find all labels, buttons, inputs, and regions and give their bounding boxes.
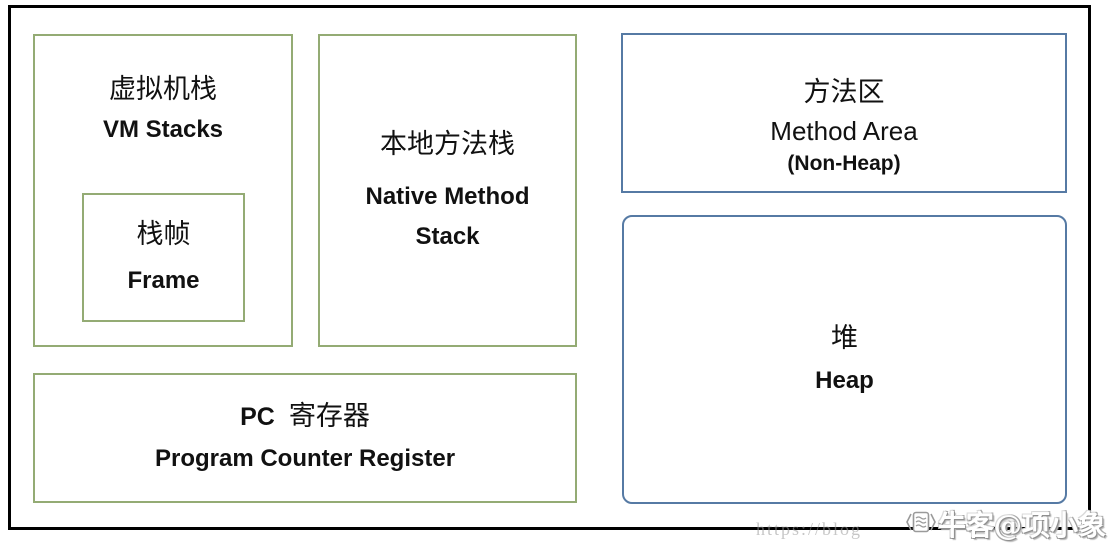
native-method-stack-label-en: Native Method Stack [365,182,530,250]
heap-box: 堆 Heap [622,215,1067,504]
vm-stacks-box: 虚拟机栈 VM Stacks 栈帧 Frame [33,34,293,347]
pc-register-label-zh: 寄存器 [288,401,370,432]
frame-label-zh: 栈帧 [136,218,191,250]
vm-stacks-label-en: VM Stacks [102,116,224,143]
method-area-non-heap-note: (Non-Heap) [787,152,901,175]
watermark: https://blog 牛客@项小象 [748,502,1108,546]
native-method-stack-box: 本地方法栈 Native Method Stack [318,34,577,347]
pc-register-label-line: PC 寄存器 [240,396,370,438]
pc-register-label-en: Program Counter Register [154,445,456,472]
heap-label-zh: 堆 [831,322,858,354]
runtime-data-area-outer-border [8,5,1091,530]
pc-register-box: PC 寄存器 Program Counter Register [33,373,577,503]
watermark-brand: 牛客@项小象 [906,504,1106,544]
method-area-label-en: Method Area [770,116,918,146]
heap-label-en: Heap [815,366,874,394]
pc-register-label-prefix: PC [240,403,275,431]
native-method-stack-label-zh: 本地方法栈 [380,128,515,160]
frame-label-en: Frame [127,266,200,294]
method-area-label-zh: 方法区 [803,77,885,108]
frame-box: 栈帧 Frame [82,193,245,322]
watermark-brand-text: 牛客@项小象 [937,509,1106,542]
watermark-url-text: https://blog [756,519,863,539]
vm-stacks-label-zh: 虚拟机栈 [109,74,217,105]
method-area-box: 方法区 Method Area (Non-Heap) [621,33,1067,193]
framed-picture-icon [906,509,936,540]
